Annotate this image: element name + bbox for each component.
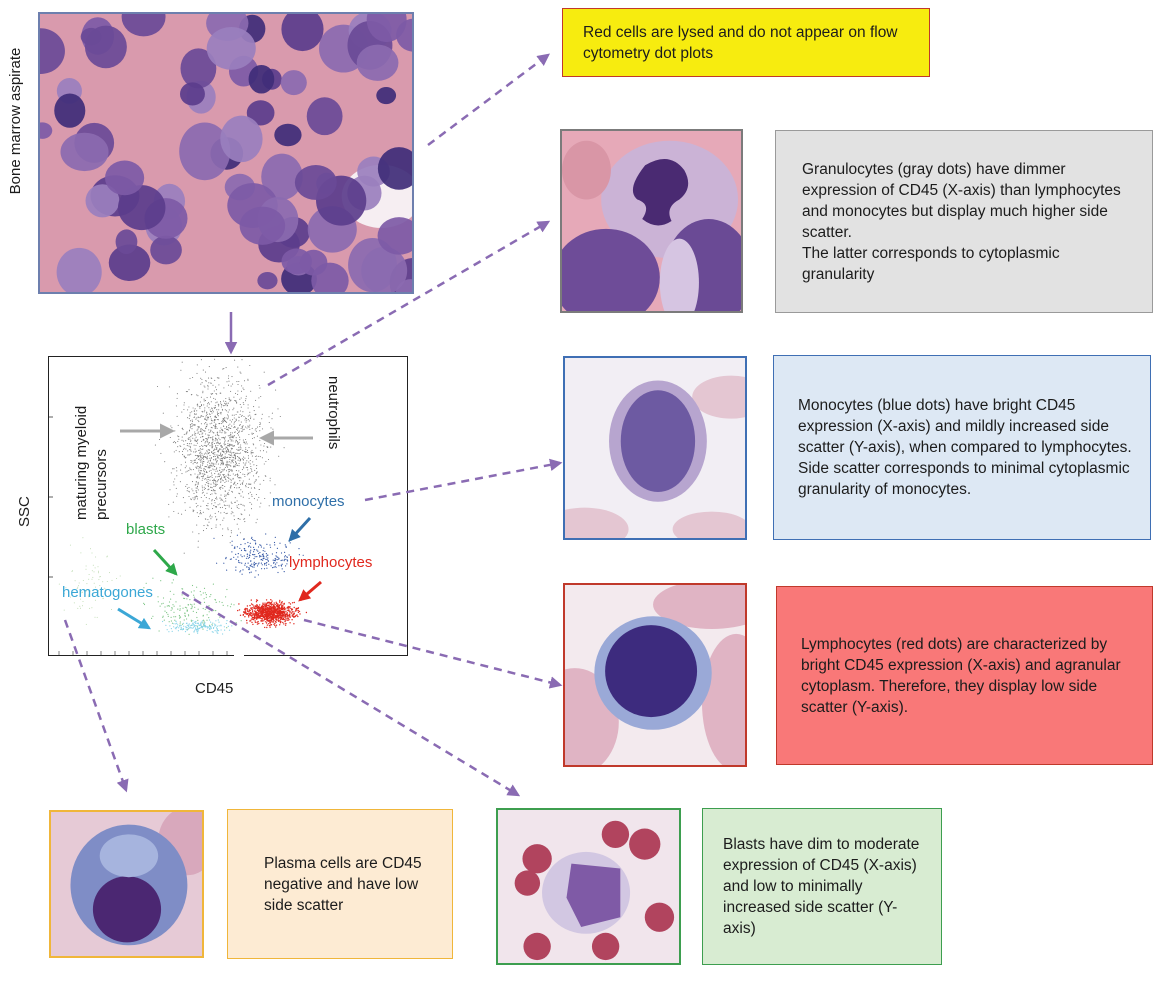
- red-cells-text: Red cells are lysed and do not appear on…: [583, 23, 898, 62]
- label-lymphocytes: lymphocytes: [289, 554, 373, 571]
- plasma-cell-micrograph: [49, 810, 204, 958]
- monocytes-note: Monocytes (blue dots) have bright CD45 e…: [773, 355, 1151, 540]
- lymphocytes-note: Lymphocytes (red dots) are characterized…: [776, 586, 1153, 765]
- dot-plot-axis-gap: [234, 650, 244, 662]
- lymphocyte-micrograph: [563, 583, 747, 767]
- x-axis-label: CD45: [195, 680, 234, 697]
- blasts-text: Blasts have dim to moderate expression o…: [723, 836, 920, 937]
- plasma-cells-note: Plasma cells are CD45 negative and have …: [227, 809, 453, 959]
- connector-red-cells: [427, 53, 550, 146]
- granulocytes-note: Granulocytes (gray dots) have dimmer exp…: [775, 130, 1153, 313]
- y-axis-label: SSC: [16, 496, 33, 527]
- marrow-label: Bone marrow aspirate: [7, 47, 24, 195]
- granulocytes-text: Granulocytes (gray dots) have dimmer exp…: [802, 160, 1121, 283]
- plasma-cells-text: Plasma cells are CD45 negative and have …: [264, 854, 422, 914]
- label-neutrophils: neutrophils: [325, 376, 342, 450]
- monocytes-text: Monocytes (blue dots) have bright CD45 e…: [798, 397, 1132, 498]
- label-precursors: maturing myeloid precursors: [72, 360, 112, 520]
- lymphocytes-text: Lymphocytes (red dots) are characterized…: [801, 635, 1121, 716]
- label-blasts: blasts: [126, 521, 166, 538]
- label-monocytes: monocytes: [272, 493, 345, 510]
- blast-micrograph: [496, 808, 681, 965]
- red-cells-note: Red cells are lysed and do not appear on…: [562, 8, 930, 77]
- blasts-note: Blasts have dim to moderate expression o…: [702, 808, 942, 965]
- label-precursors-text: maturing myeloid precursors: [73, 405, 110, 520]
- granulocyte-micrograph: [560, 129, 743, 313]
- bone-marrow-micrograph: [38, 12, 414, 294]
- monocyte-micrograph: [563, 356, 747, 540]
- label-hematogones: hematogones: [62, 584, 153, 601]
